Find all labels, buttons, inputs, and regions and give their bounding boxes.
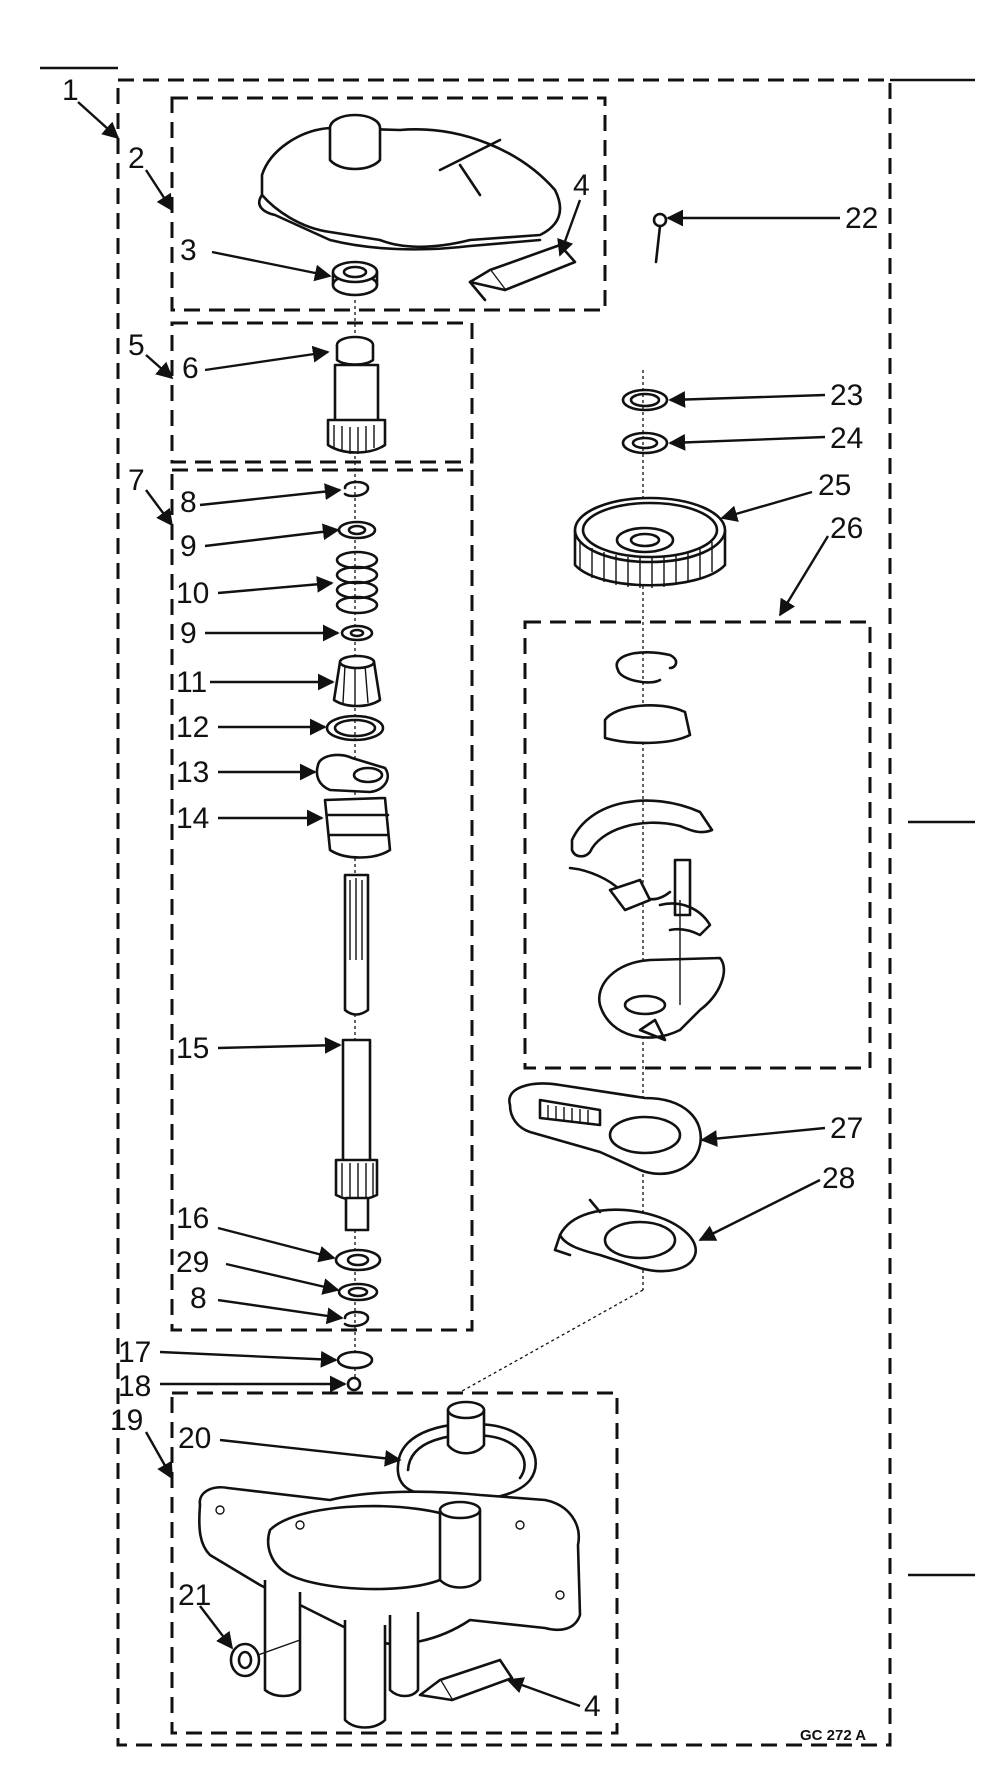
callout-24: 24	[830, 422, 863, 455]
callout-4-bottom: 4	[584, 1690, 601, 1723]
callout-21: 21	[178, 1579, 211, 1612]
ring	[325, 714, 385, 742]
callout-11: 11	[176, 666, 207, 699]
callout-2: 2	[128, 142, 145, 175]
gearcase-cover	[257, 113, 562, 251]
washer-lower	[340, 624, 374, 642]
callout-23: 23	[830, 379, 863, 412]
callout-29: 29	[176, 1246, 209, 1279]
assembly-box-7	[170, 468, 474, 1332]
shift-assembly	[568, 651, 726, 1042]
callout-4-top: 4	[573, 169, 590, 202]
drawing-code: GC 272 A	[800, 1727, 866, 1744]
assembly-box-2	[170, 96, 607, 312]
callout-18: 18	[118, 1370, 151, 1403]
callout-16: 16	[176, 1202, 209, 1235]
assembly-box-26	[523, 620, 872, 1070]
spring	[335, 550, 379, 615]
connector-axis	[454, 1289, 644, 1396]
large-gear	[573, 496, 727, 588]
callout-12: 12	[176, 711, 209, 744]
callout-6: 6	[182, 352, 199, 385]
washer-upper	[337, 520, 377, 540]
screw	[652, 212, 668, 264]
callout-22: 22	[845, 202, 878, 235]
washer-24	[621, 431, 669, 455]
seal-29	[337, 1282, 379, 1302]
retaining-ring-bottom	[343, 1310, 370, 1328]
callout-9-bottom: 9	[180, 617, 197, 650]
callout-9-top: 9	[180, 530, 197, 563]
callout-8-bottom: 8	[190, 1282, 207, 1315]
assembly-box-5	[170, 321, 474, 464]
callout-1: 1	[62, 74, 79, 107]
grease-tube-top	[468, 243, 577, 302]
callout-26: 26	[830, 512, 863, 545]
leader-lines	[77, 101, 840, 1708]
callout-20: 20	[178, 1422, 211, 1455]
shaft-lower	[334, 1038, 379, 1232]
assembly-box-19	[170, 1391, 619, 1735]
assembly-box-1	[116, 78, 892, 1747]
retaining-ring-top	[343, 480, 370, 498]
callout-13: 13	[176, 756, 209, 789]
washer-17	[336, 1350, 374, 1370]
lever-plate	[508, 1082, 703, 1176]
washer-16	[334, 1248, 382, 1272]
callout-10: 10	[176, 577, 209, 610]
callout-15: 15	[176, 1032, 209, 1065]
cam	[315, 753, 390, 794]
callout-28: 28	[822, 1162, 855, 1195]
drive-block	[323, 796, 392, 859]
callout-14: 14	[176, 802, 209, 835]
ball-18	[346, 1376, 362, 1392]
shaft-upper	[343, 873, 370, 1016]
gearcase-base	[198, 1486, 582, 1729]
callout-7: 7	[128, 464, 145, 497]
callout-8-top: 8	[180, 486, 197, 519]
callout-3: 3	[180, 234, 197, 267]
bearing	[331, 260, 379, 297]
callout-27: 27	[830, 1112, 863, 1145]
grease-tube-bottom	[418, 1658, 514, 1702]
callout-17: 17	[118, 1336, 151, 1369]
ring-23	[621, 388, 669, 412]
callout-19: 19	[110, 1404, 143, 1437]
bracket	[553, 1198, 698, 1273]
base-gear	[396, 1400, 537, 1502]
nut-21	[229, 1639, 301, 1678]
pinion-hub	[326, 335, 387, 454]
clutch	[332, 654, 382, 708]
callout-5: 5	[128, 329, 145, 362]
callout-25: 25	[818, 469, 851, 502]
